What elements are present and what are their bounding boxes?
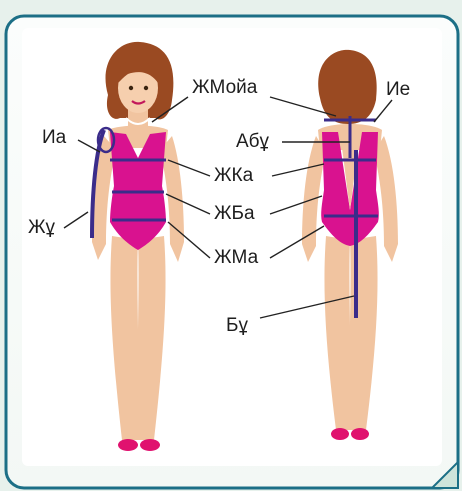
label-arm-length: Жұ <box>28 218 55 238</box>
label-shoulder-width: Ие <box>386 80 410 100</box>
label-arm-girth: Иа <box>42 128 66 148</box>
back-shoe-left <box>331 428 349 440</box>
label-waist-girth: ЖБа <box>214 204 255 224</box>
label-product-length: Бұ <box>226 316 248 336</box>
back-shoe-right <box>351 428 369 440</box>
label-neck-girth: ЖМойа <box>192 78 257 98</box>
label-hip-girth: ЖМа <box>214 248 258 268</box>
front-shoe-right <box>140 439 160 451</box>
label-back-length: Абұ <box>236 132 269 152</box>
label-chest-girth: ЖКа <box>214 166 253 186</box>
front-shoe-left <box>118 439 138 451</box>
